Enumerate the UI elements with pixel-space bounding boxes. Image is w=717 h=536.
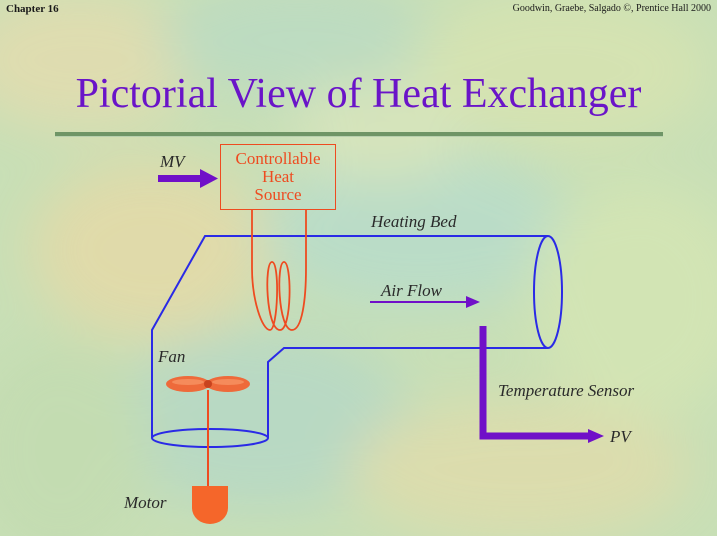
heat-source-label: Controllable Heat Source (235, 149, 321, 204)
air-flow-label: Air Flow (381, 281, 442, 300)
heater-coil (251, 210, 307, 331)
mv-arrow (158, 169, 218, 188)
heating-bed-label: Heating Bed (371, 212, 457, 231)
heat-source-box: Controllable Heat Source (220, 144, 336, 210)
page-title: Pictorial View of Heat Exchanger (75, 71, 642, 117)
fan-icon (166, 376, 250, 392)
title-divider (55, 132, 663, 137)
duct-outline (151, 235, 563, 448)
motor-label: Motor (124, 493, 167, 512)
temperature-sensor-probe (479, 326, 604, 443)
temperature-sensor-label: Temperature Sensor (498, 381, 635, 400)
mv-label: MV (160, 152, 185, 171)
fan-label: Fan (158, 347, 186, 366)
credit-label: Goodwin, Graebe, Salgado ©, Prentice Hal… (512, 3, 711, 14)
air-flow-arrow (370, 296, 480, 308)
pv-label: PV (610, 427, 631, 446)
motor-icon (192, 486, 228, 524)
chapter-label: Chapter 16 (6, 3, 59, 15)
